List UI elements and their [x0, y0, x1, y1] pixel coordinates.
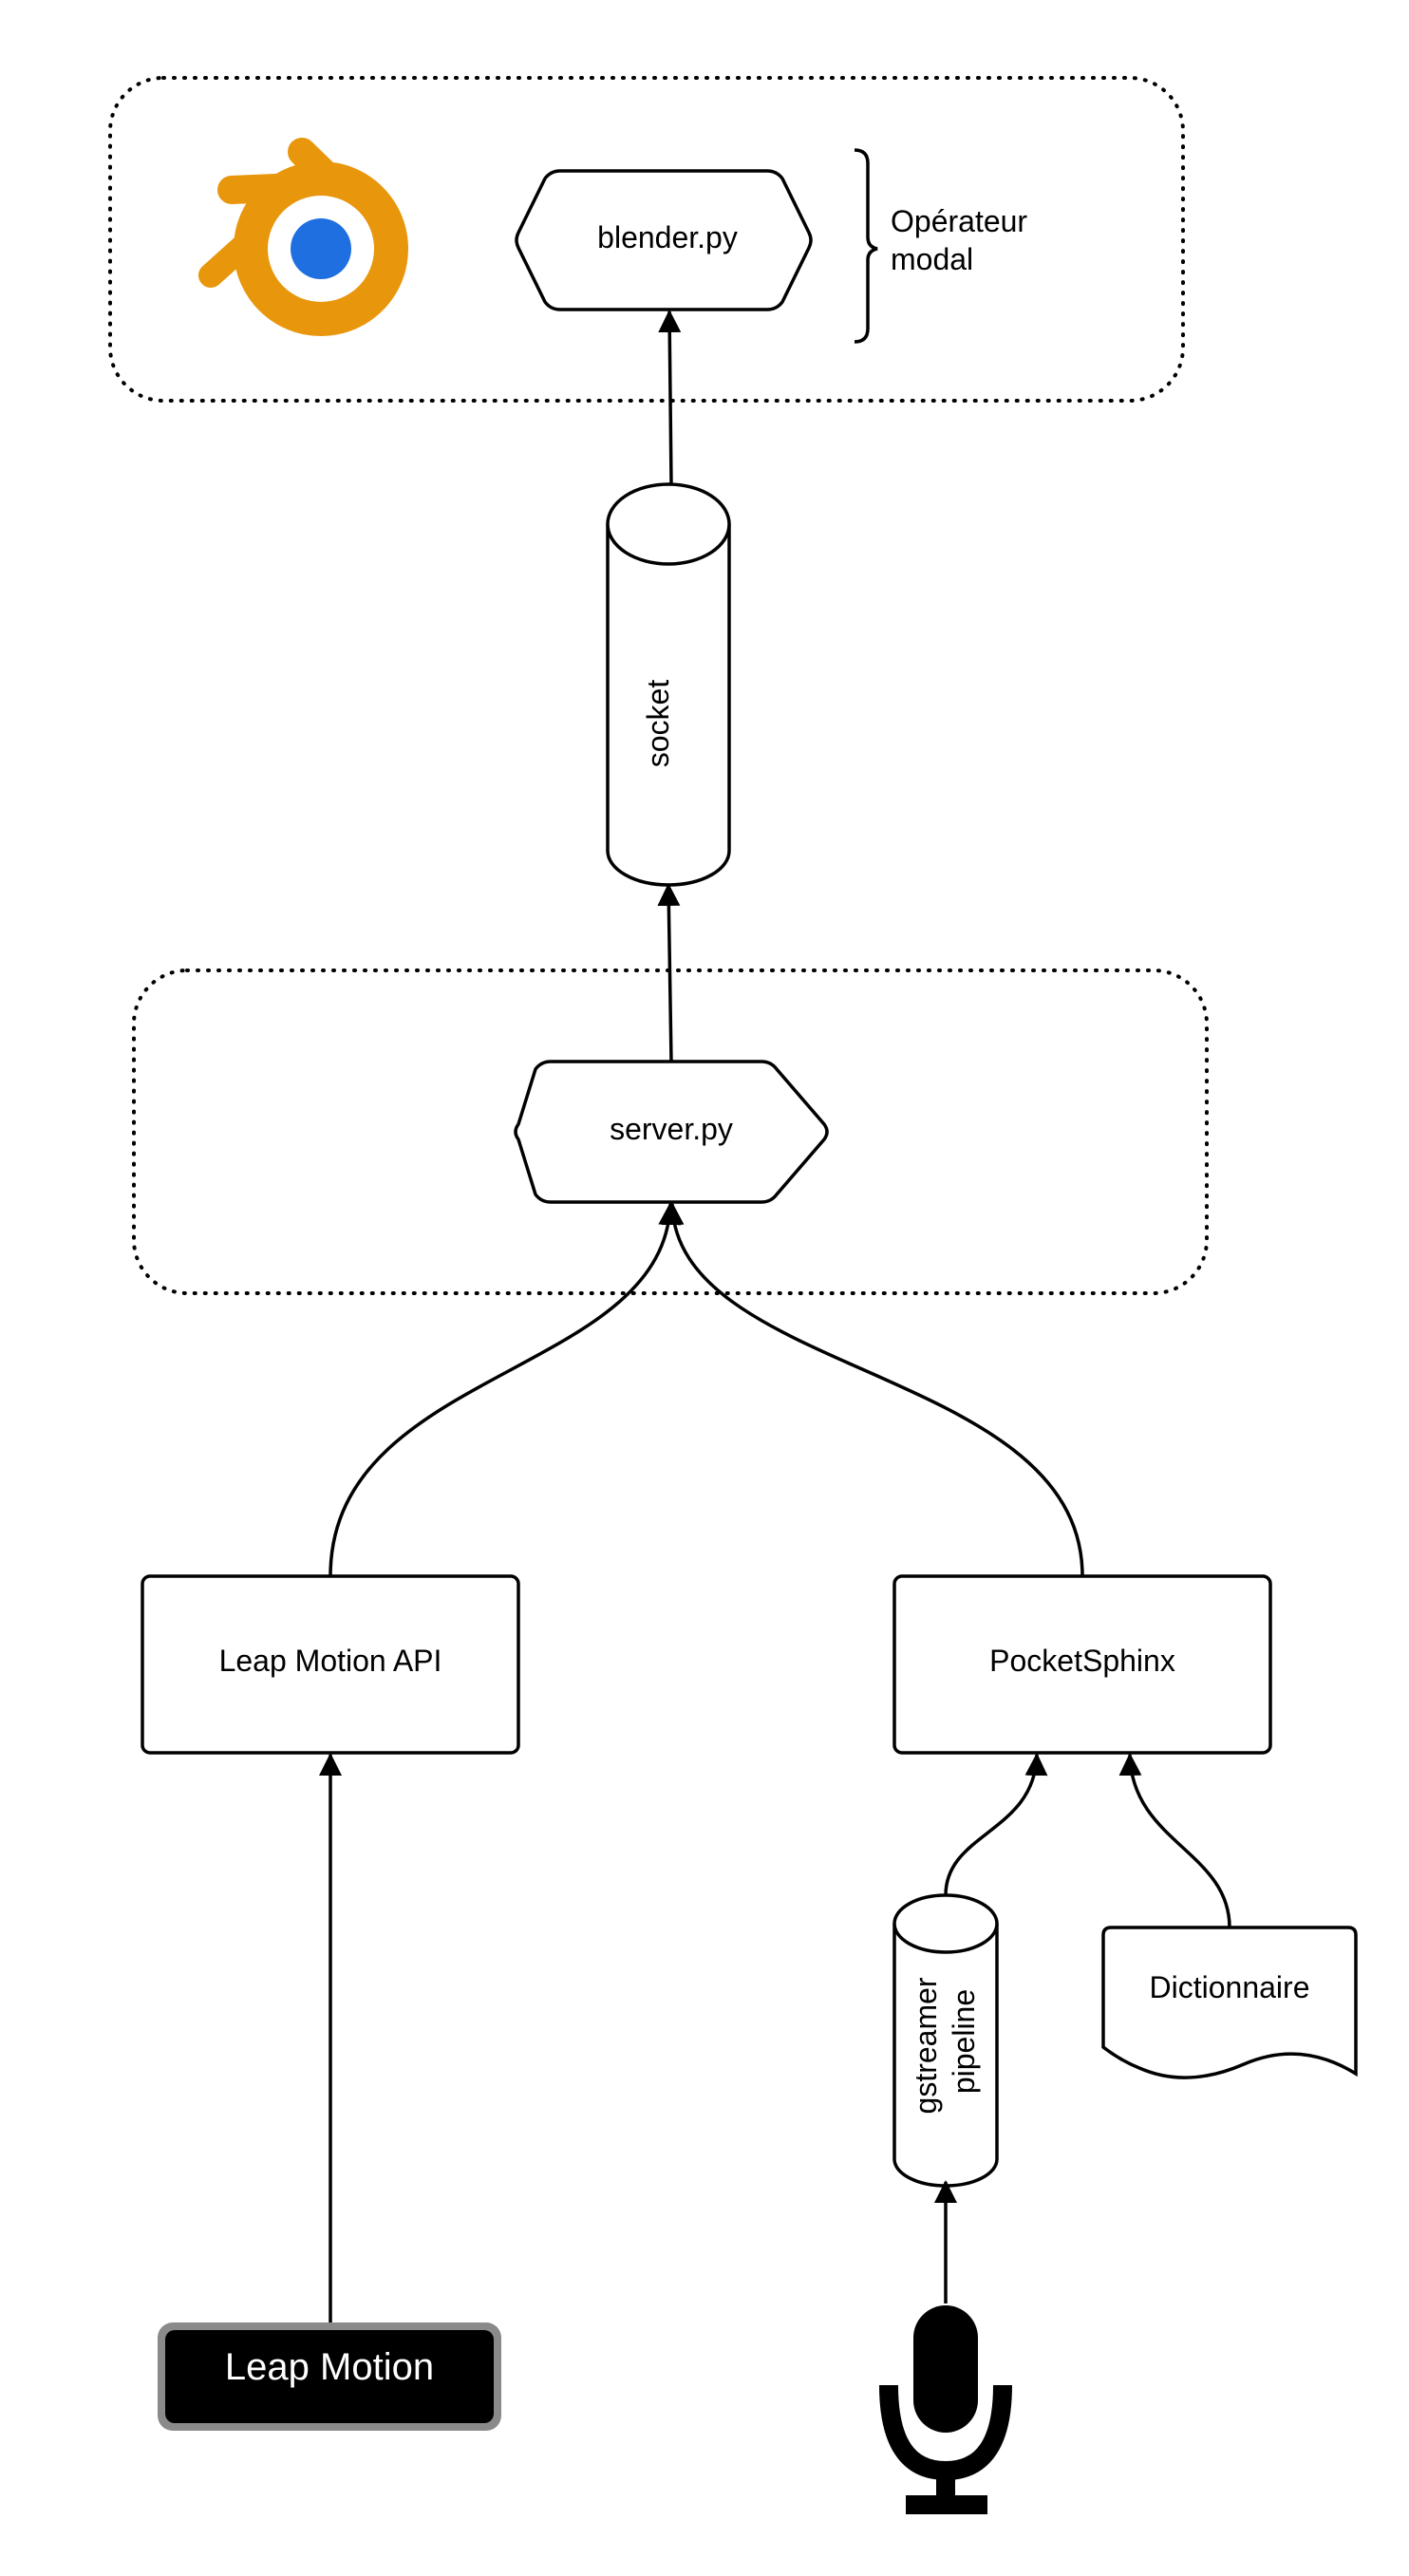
edge-pocketsphinx-to-server — [661, 1202, 1084, 1577]
edge-server-to-socket — [657, 883, 681, 1062]
leap-motion-api-node: Leap Motion API — [141, 1574, 520, 1755]
dictionnaire-label: Dictionnaire — [1150, 1970, 1310, 2004]
operator-note-line-2: modal — [891, 242, 973, 276]
microphone-icon — [879, 2305, 1012, 2514]
server-py-label: server.py — [610, 1112, 733, 1146]
operator-note: Opérateur modal — [891, 204, 1036, 276]
server-py-node: server.py — [514, 1060, 829, 1204]
leap-motion-api-label: Leap Motion API — [219, 1644, 442, 1678]
dictionnaire-node: Dictionnaire — [1101, 1926, 1358, 2079]
leap-motion-label: Leap Motion — [225, 2346, 434, 2388]
socket-label: socket — [641, 680, 675, 768]
edge-gstreamer-to-pocketsphinx — [944, 1753, 1048, 1896]
gstreamer-pipeline-node: gstreamer pipeline — [892, 1893, 999, 2188]
pocketsphinx-node: PocketSphinx — [892, 1574, 1272, 1755]
leap-motion-device-node: Leap Motion — [158, 2322, 501, 2431]
blender-logo-icon — [198, 138, 408, 336]
blender-py-label: blender.py — [597, 220, 738, 254]
operator-note-line-1: Opérateur — [891, 204, 1027, 238]
gstreamer-line-1: gstreamer — [909, 1977, 943, 2114]
edge-socket-to-blender — [658, 310, 682, 485]
gstreamer-pipeline-label: gstreamer pipeline — [909, 1969, 981, 2115]
edge-dictionnaire-to-pocketsphinx — [1118, 1753, 1231, 1928]
socket-node: socket — [606, 482, 731, 887]
blender-py-node: blender.py — [515, 169, 813, 311]
operator-brace — [854, 148, 878, 344]
edge-leapapi-to-server — [329, 1202, 682, 1577]
gstreamer-line-2: pipeline — [947, 1989, 981, 2094]
pocketsphinx-label: PocketSphinx — [989, 1644, 1175, 1678]
blender-group — [108, 76, 1185, 403]
